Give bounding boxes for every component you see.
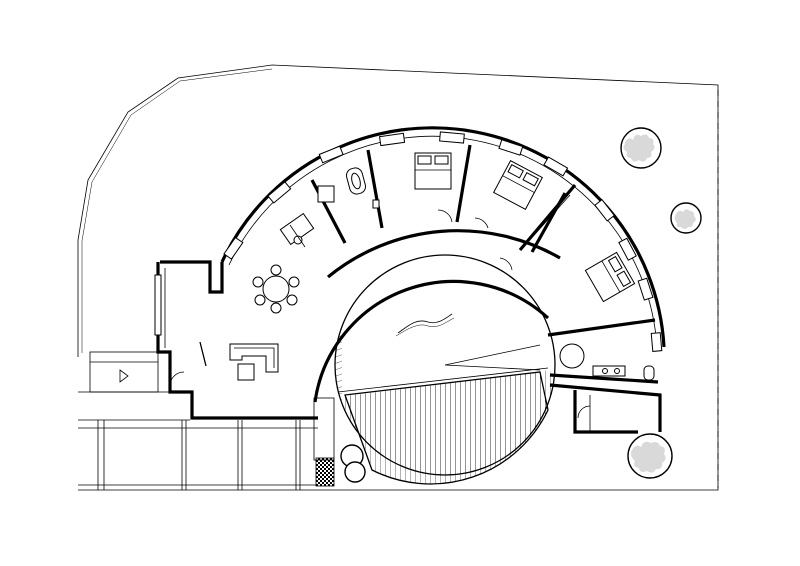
- tree-entry: [340, 444, 366, 483]
- south-pergola: [78, 420, 318, 490]
- entrance: [78, 351, 190, 421]
- water-feature: [397, 313, 453, 334]
- outer-facade-wall: [220, 126, 666, 348]
- tree-southeast: [627, 433, 673, 479]
- bedroom-3: [499, 251, 636, 303]
- entry-steps: [313, 397, 335, 487]
- site-boundary-inner: [81, 68, 273, 353]
- living-wing-walls: [160, 260, 224, 294]
- radial-partitions: [310, 144, 659, 384]
- dining-table: [252, 264, 300, 314]
- facade-windows: [223, 131, 663, 352]
- bathroom-2: [559, 343, 655, 381]
- corridor-outer-wall: [326, 229, 561, 279]
- service-block: [549, 383, 662, 434]
- bedroom-2: [474, 159, 571, 244]
- bathroom-1: [317, 167, 380, 209]
- tree-northeast: [620, 127, 662, 169]
- tree-east: [670, 202, 702, 234]
- living-wing-window: [154, 274, 162, 336]
- kitchen: [279, 212, 315, 248]
- sofa: [199, 341, 279, 381]
- bedroom-1: [414, 152, 453, 223]
- inner-corridor-wall: [313, 279, 550, 403]
